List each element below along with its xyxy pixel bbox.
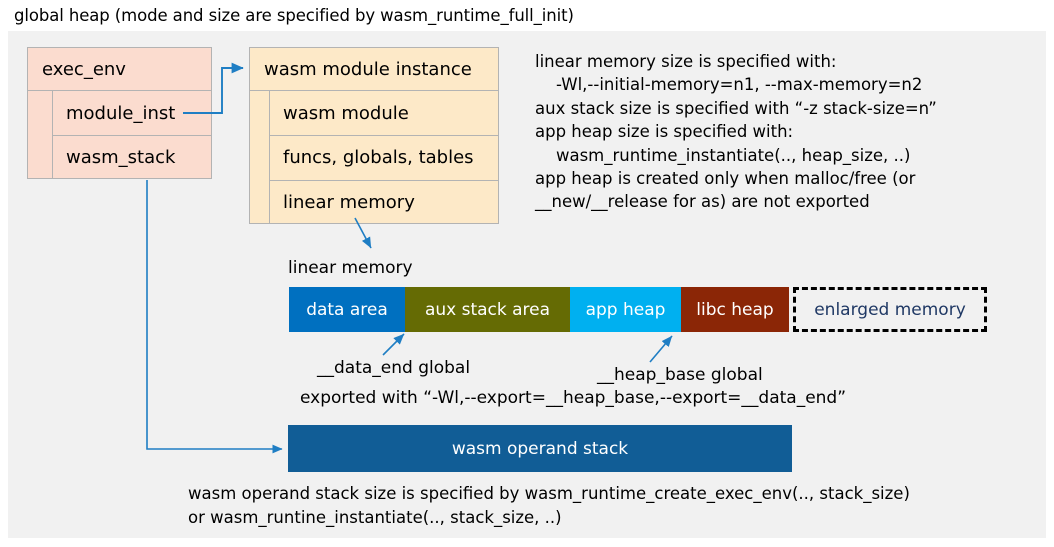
exec-env-row-wasm-stack: wasm_stack — [53, 135, 211, 179]
exec-env-row-module-inst: module_inst — [66, 102, 176, 124]
exec-env-box: exec_env module_inst wasm_stack — [27, 47, 212, 179]
annotation-data-end: __data_end global — [317, 358, 471, 378]
module-instance-row-wasm-module: wasm module — [283, 102, 409, 124]
memory-config-notes: linear memory size is specified with: -W… — [535, 52, 937, 212]
exec-env-body: module_inst wasm_stack — [28, 91, 211, 179]
module-instance-header: wasm module instance — [250, 48, 498, 91]
module-instance-row-linear-memory: linear memory — [270, 179, 498, 224]
operand-stack-note: wasm operand stack size is specified by … — [188, 484, 910, 527]
module-instance-rows: wasm module funcs, globals, tables linea… — [270, 91, 498, 224]
module-instance-gutter — [250, 91, 270, 224]
exec-env-rows: module_inst wasm_stack — [53, 91, 211, 179]
linear-memory-segment-enlarged-memory: enlarged memory — [793, 287, 987, 332]
annotation-exported-symbols: exported with “-Wl,--export=__heap_base,… — [300, 388, 847, 408]
linear-memory-segment-libc-heap: libc heap — [681, 287, 789, 332]
annotation-heap-base: __heap_base global — [597, 365, 763, 385]
exec-env-header: exec_env — [28, 48, 211, 91]
module-instance-body: wasm module funcs, globals, tables linea… — [250, 91, 498, 224]
exec-env-gutter — [28, 91, 53, 179]
linear-memory-segment-data-area: data area — [289, 287, 405, 332]
wasm-module-instance-box: wasm module instance wasm module funcs, … — [249, 47, 499, 224]
page-title: global heap (mode and size are specified… — [14, 6, 574, 25]
linear-memory-segment-app-heap: app heap — [570, 287, 681, 332]
linear-memory-label: linear memory — [288, 258, 413, 278]
linear-memory-segment-aux-stack-area: aux stack area — [405, 287, 570, 332]
wasm-operand-stack-bar: wasm operand stack — [288, 425, 792, 472]
module-instance-row-funcs-globals-tables: funcs, globals, tables — [270, 135, 498, 179]
